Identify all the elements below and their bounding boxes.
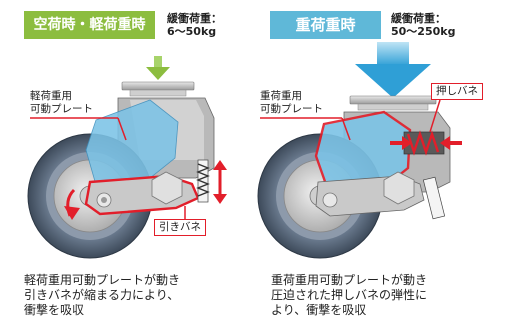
- heavy-load-badge: 重荷重時: [270, 11, 381, 39]
- heavy-desc-line1: 重荷重用可動プレートが動き: [271, 273, 428, 287]
- heavy-plate-callout: 重荷重用 可動プレート: [260, 90, 323, 116]
- light-plate-callout: 軽荷重用 可動プレート: [30, 90, 93, 116]
- pull-spring: [196, 159, 210, 203]
- light-load-range: 緩衝荷重： 6〜50kg: [167, 12, 222, 38]
- heavy-load-range: 緩衝荷重： 50〜250kg: [391, 12, 455, 38]
- light-load-label: 緩衝荷重：: [167, 12, 222, 25]
- heavy-desc-line2: 圧迫された押しバネの弾性に: [271, 288, 428, 302]
- pull-spring-callout: 引きバネ: [154, 219, 206, 236]
- light-desc-line2: 引きバネが縮まる力により、: [24, 288, 180, 302]
- light-plate-callout-line2: 可動プレート: [30, 103, 93, 115]
- heavy-plate-callout-line2: 可動プレート: [260, 103, 323, 115]
- light-desc-line3: 衝撃を吸収: [24, 303, 85, 317]
- push-spring-callout: 押しバネ: [431, 83, 483, 100]
- compress-arrows: [390, 136, 462, 150]
- light-load-value: 6〜50kg: [167, 25, 217, 38]
- heavy-desc-line3: より、衝撃を吸収: [271, 303, 367, 317]
- heavy-load-value: 50〜250kg: [391, 25, 456, 38]
- heavy-load-arrow: [355, 42, 431, 98]
- light-load-description: 軽荷重用可動プレートが動き 引きバネが縮まる力により、 衝撃を吸収: [24, 273, 180, 318]
- rotation-arrow-icon: [64, 206, 80, 220]
- light-load-caster: [27, 56, 227, 259]
- light-plate-callout-line1: 軽荷重用: [30, 90, 72, 102]
- spring-motion-arrow: [213, 160, 227, 204]
- light-load-arrow: [146, 56, 170, 80]
- heavy-load-label: 緩衝荷重：: [391, 12, 446, 25]
- heavy-plate-callout-line1: 重荷重用: [260, 90, 302, 102]
- light-desc-line1: 軽荷重用可動プレートが動き: [24, 273, 181, 287]
- heavy-load-description: 重荷重用可動プレートが動き 圧迫された押しバネの弾性に より、衝撃を吸収: [271, 273, 427, 318]
- light-load-badge: 空荷時・軽荷重時: [24, 11, 155, 39]
- heavy-load-caster: [257, 42, 462, 259]
